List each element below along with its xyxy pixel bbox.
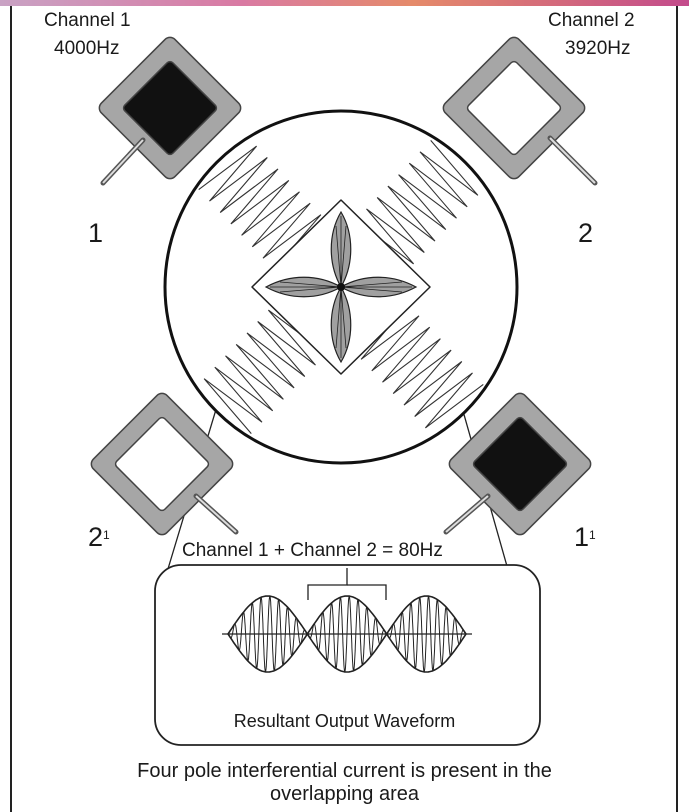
- channel-2-label: Channel 2: [548, 10, 635, 32]
- waveform-label: Resultant Output Waveform: [0, 710, 689, 732]
- channel-1-label: Channel 1: [44, 10, 131, 32]
- caption-line-1: Four pole interferential current is pres…: [0, 760, 689, 783]
- channel-2-frequency: 3920Hz: [565, 38, 631, 60]
- caption-line-2: overlapping area: [0, 783, 689, 806]
- channel-1-frequency: 4000Hz: [54, 38, 120, 60]
- electrode-pad-2-prime: [88, 390, 236, 537]
- electrode-number-2: 2: [578, 218, 593, 248]
- electrode-number-1: 1: [88, 218, 103, 248]
- electrode-pad-1-prime: [446, 390, 594, 537]
- electrode-number-2-prime: 21: [88, 522, 110, 552]
- channel-sum-equation: Channel 1 + Channel 2 = 80Hz: [182, 540, 443, 562]
- electrode-number-1-prime: 11: [574, 522, 596, 552]
